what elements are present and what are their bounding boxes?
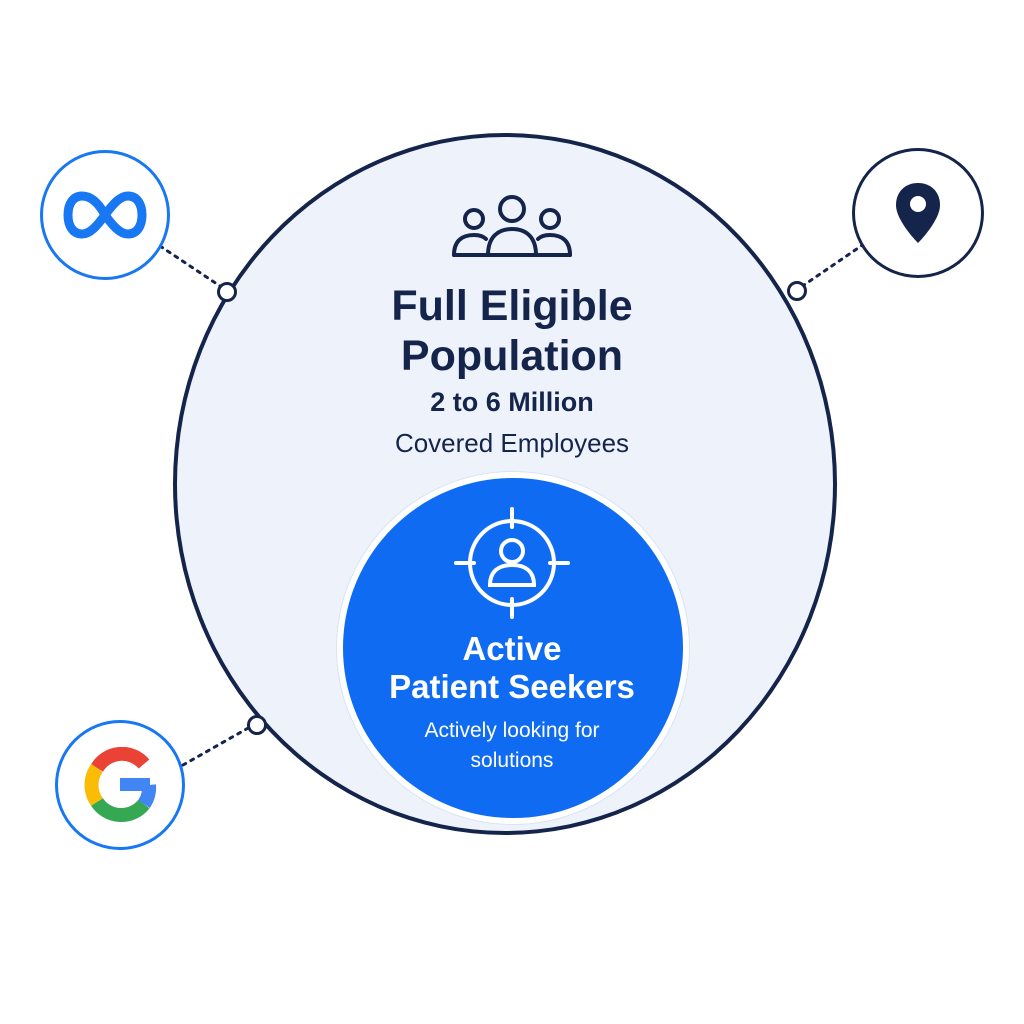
seekers-title: Active Patient Seekers [362, 630, 662, 706]
connector-location [802, 242, 866, 287]
google-badge [55, 720, 185, 850]
connector-node-location [787, 281, 807, 301]
connector-node-meta [217, 282, 237, 302]
population-title-line2: Population [400, 332, 624, 380]
seekers-caption-line2: solutions [470, 749, 554, 772]
seekers-caption-line1: Actively looking for [424, 719, 600, 742]
seekers-title-line2: Patient Seekers [389, 668, 635, 705]
connector-node-google [247, 715, 267, 735]
target-person-icon [454, 507, 570, 619]
meta-badge [40, 150, 170, 280]
google-g-icon [84, 747, 157, 823]
population-title: Full Eligible Population [312, 281, 712, 381]
location-badge [852, 148, 984, 278]
seekers-title-line1: Active [462, 630, 562, 667]
connector-meta [158, 244, 222, 288]
population-caption: Covered Employees [394, 428, 630, 458]
seekers-caption: Actively looking for solutions [382, 716, 642, 776]
population-count: 2 to 6 Million [430, 387, 594, 417]
population-title-line1: Full Eligible [391, 282, 633, 330]
meta-infinity-icon [63, 191, 147, 239]
connector-google [181, 725, 252, 767]
active-seekers-circle [337, 472, 689, 824]
map-pin-icon [896, 183, 940, 243]
people-group-icon [452, 195, 572, 257]
